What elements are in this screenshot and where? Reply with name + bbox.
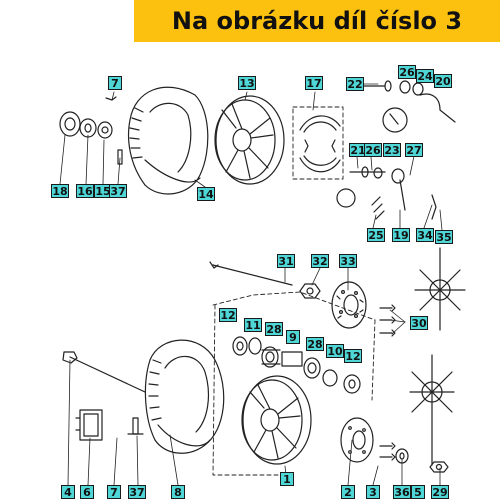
callout-part-13: 13 <box>238 76 256 90</box>
callout-part-26-mid: 26 <box>364 143 382 157</box>
callout-part-23: 23 <box>383 143 401 157</box>
rear-rim <box>214 95 285 185</box>
callout-part-20: 20 <box>434 74 452 88</box>
front-brake-disc <box>340 417 374 463</box>
brake-shoes <box>299 115 341 173</box>
callout-part-37-top: 37 <box>109 184 127 198</box>
callout-part-32: 32 <box>311 254 329 268</box>
rear-tyre <box>127 86 209 195</box>
callout-part-34: 34 <box>416 228 434 242</box>
callout-part-7-top: 7 <box>108 76 122 90</box>
bearing-spacer-row <box>232 336 361 394</box>
callout-part-7-bottom: 7 <box>107 485 121 499</box>
callout-part-6: 6 <box>80 485 94 499</box>
rear-axle <box>209 261 293 286</box>
brake-disc <box>331 281 367 329</box>
front-bolts-washers <box>379 442 449 473</box>
assembly-boxes <box>212 106 376 476</box>
callout-part-30: 30 <box>410 316 428 330</box>
callout-part-24: 24 <box>416 69 434 83</box>
callout-part-21: 21 <box>349 143 367 157</box>
front-valve <box>127 417 144 435</box>
brake-cam-lever <box>336 80 456 220</box>
callout-part-36: 36 <box>393 485 411 499</box>
callout-part-31: 31 <box>277 254 295 268</box>
callout-part-37-bottom: 37 <box>128 485 146 499</box>
brake-caliper <box>75 409 103 441</box>
callout-part-4: 4 <box>61 485 75 499</box>
callout-part-10: 10 <box>326 344 344 358</box>
callout-part-19: 19 <box>392 228 410 242</box>
callout-part-14: 14 <box>197 187 215 201</box>
leader-lines <box>59 83 443 486</box>
callout-part-3: 3 <box>366 485 380 499</box>
callout-part-27: 27 <box>405 143 423 157</box>
callout-part-28-right: 28 <box>306 337 324 351</box>
callout-part-25: 25 <box>367 228 385 242</box>
callout-part-2: 2 <box>341 485 355 499</box>
callout-part-11: 11 <box>244 318 262 332</box>
callout-part-29: 29 <box>431 485 449 499</box>
hub-spacers-top <box>59 96 123 165</box>
callout-part-16: 16 <box>76 184 94 198</box>
callout-part-12-right: 12 <box>344 349 362 363</box>
disc-bolts <box>379 304 396 337</box>
callout-part-18: 18 <box>51 184 69 198</box>
callout-part-5: 5 <box>411 485 425 499</box>
callout-part-26-top: 26 <box>398 65 416 79</box>
callout-part-17: 17 <box>305 76 323 90</box>
rotation-axis-top <box>414 247 466 331</box>
callout-part-28-left: 28 <box>265 322 283 336</box>
callout-part-22: 22 <box>346 77 364 91</box>
banner: Na obrázku díl číslo 3 <box>134 0 500 42</box>
axle-nut <box>299 283 321 299</box>
callout-part-1: 1 <box>280 472 294 486</box>
front-rim <box>241 375 312 465</box>
callout-part-9: 9 <box>286 330 300 344</box>
callout-part-35: 35 <box>435 230 453 244</box>
callout-part-12-left: 12 <box>219 308 237 322</box>
front-axle <box>62 351 146 393</box>
rotation-axis-bottom <box>409 354 455 466</box>
callout-part-15: 15 <box>94 184 112 198</box>
banner-title: Na obrázku díl číslo 3 <box>171 7 463 35</box>
callout-part-33: 33 <box>339 254 357 268</box>
callout-part-8: 8 <box>171 485 185 499</box>
front-tyre <box>144 339 225 454</box>
